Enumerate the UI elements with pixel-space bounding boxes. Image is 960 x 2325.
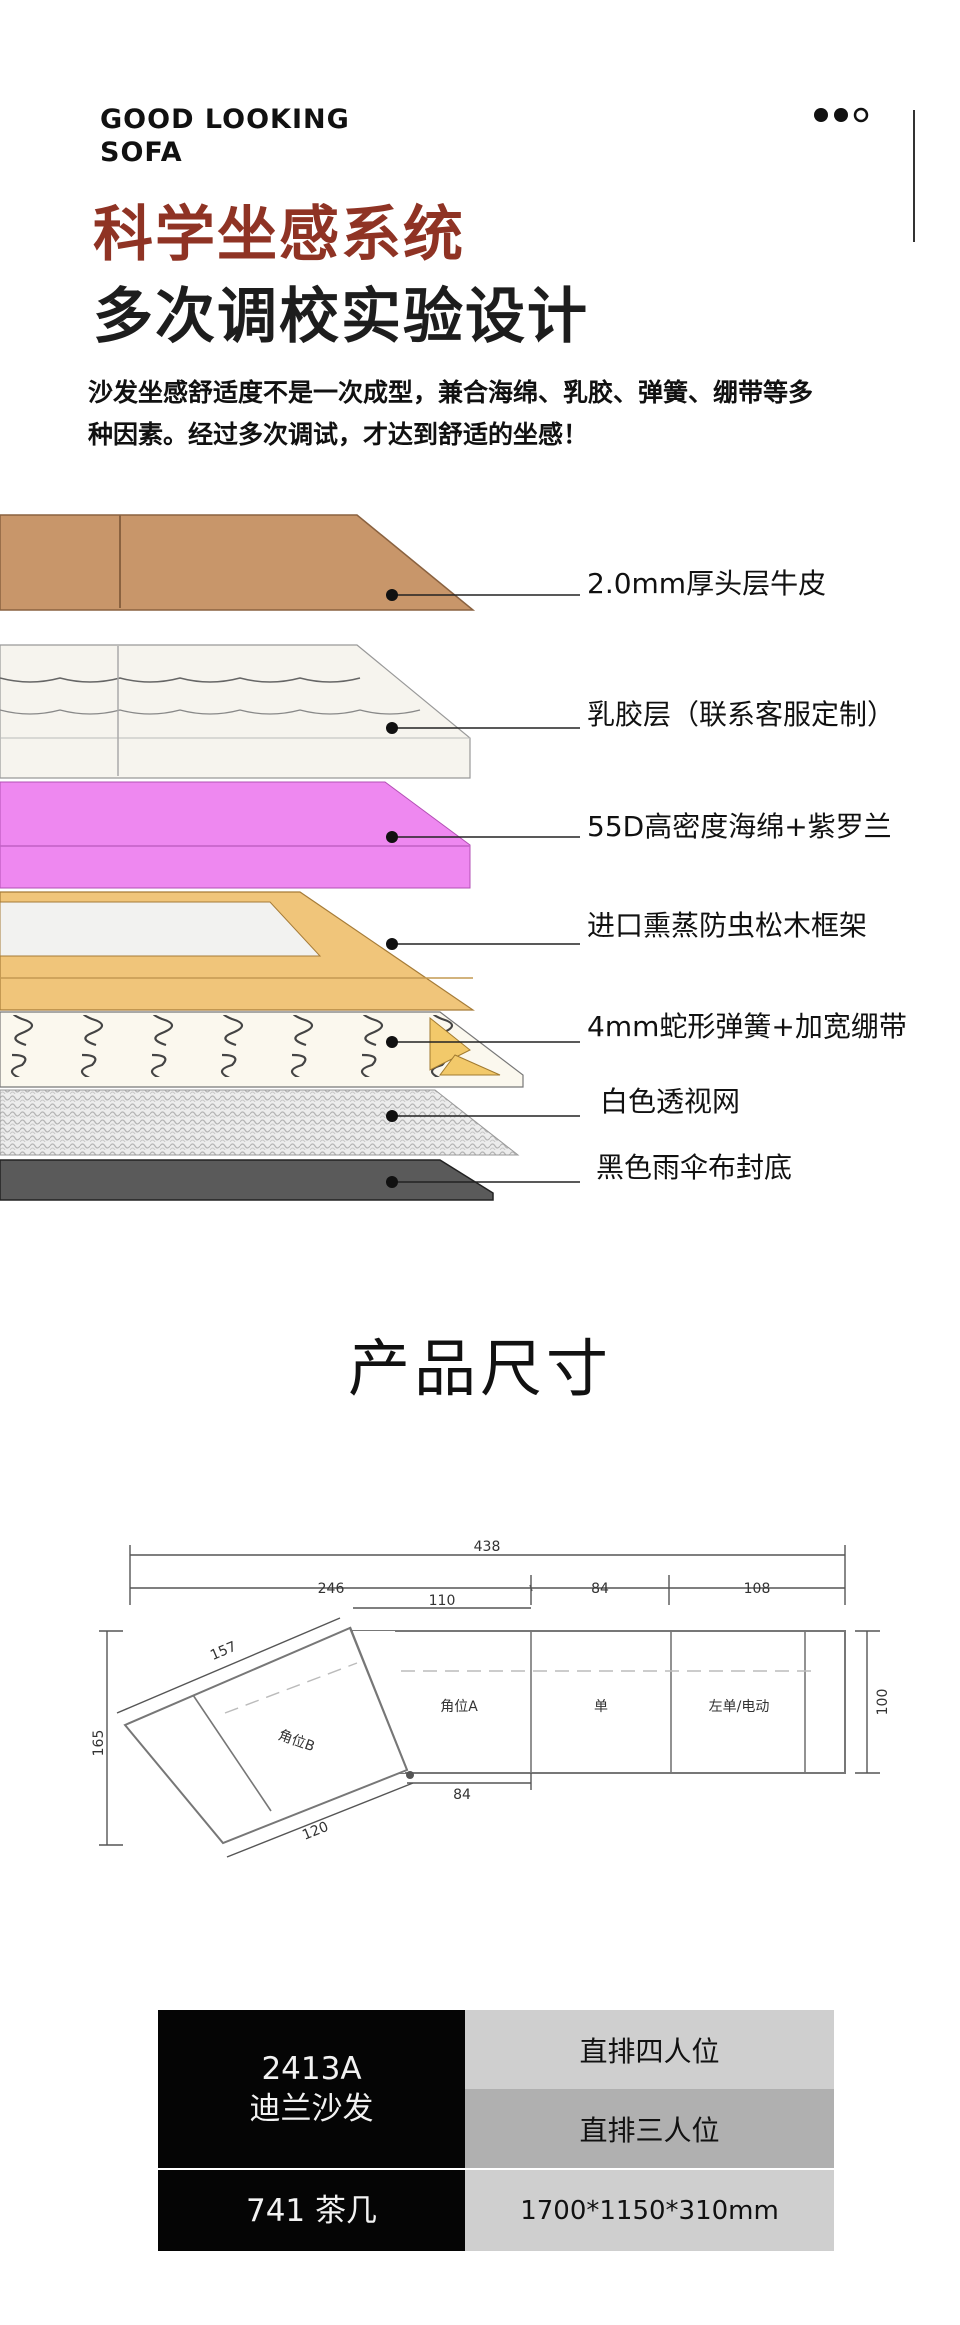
dim-total: 438 [474, 1539, 501, 1555]
dim-left: 165 [91, 1730, 107, 1757]
floor-plan-diagram: 438 246 84 108 110 157 165 120 84 100 角位… [91, 1539, 891, 1858]
intro-line-2: 种因素。经过多次调试，才达到舒适的坐感！ [88, 420, 589, 449]
latex-layer [0, 644, 471, 779]
three-dots-icon [814, 107, 869, 123]
leader-dot-4 [386, 1036, 398, 1048]
brand-wordmark: GOOD LOOKING SOFA [100, 103, 350, 169]
spec-row-3: 1700*1150*310mm [465, 2170, 834, 2251]
leader-dot-3 [386, 938, 398, 950]
layer-label-base: 黑色雨伞布封底 [596, 1151, 793, 1184]
spec-row-2: 直排三人位 [465, 2089, 834, 2168]
base-layer [0, 1159, 494, 1201]
dim-inner: 84 [453, 1787, 471, 1803]
leather-layer [0, 514, 476, 611]
sponge-layer [0, 781, 471, 889]
model-name: 迪兰沙发 [249, 2091, 374, 2127]
dim-bottom: 120 [300, 1819, 331, 1844]
leader-dot-1 [386, 722, 398, 734]
mesh-layer [0, 1089, 520, 1156]
label-corner-a: 角位A [440, 1699, 478, 1715]
spec-table: 2413A 迪兰沙发 直排四人位 直排三人位 741 茶几 1700*1150*… [158, 2010, 834, 2251]
dim-diagonal: 157 [208, 1639, 239, 1664]
brand-line-2: SOFA [100, 137, 183, 168]
layer-label-latex: 乳胶层（联系客服定制） [587, 698, 896, 731]
layer-pointers [386, 589, 580, 1188]
intro-line-1: 沙发坐感舒适度不是一次成型，兼合海绵、乳胶、弹簧、绷带等多 [88, 378, 814, 407]
sofa-layer-diagram [0, 514, 580, 1201]
leader-dot-2 [386, 831, 398, 843]
leader-dot-5 [386, 1110, 398, 1122]
dim-a: 246 [318, 1581, 345, 1597]
model-code: 2413A [261, 2051, 362, 2087]
brand-line-1: GOOD LOOKING [100, 104, 350, 135]
layer-label-sponge: 55D高密度海绵+紫罗兰 [587, 810, 892, 843]
model-cell: 2413A 迪兰沙发 [158, 2010, 465, 2168]
layer-label-mesh: 白色透视网 [600, 1085, 741, 1118]
leader-dot-0 [386, 589, 398, 601]
label-left-single: 左单/电动 [709, 1699, 770, 1715]
title-secondary: 多次调校实验设计 [93, 282, 589, 352]
layer-label-frame: 进口熏蒸防虫松木框架 [587, 909, 868, 942]
intro-paragraph: 沙发坐感舒适度不是一次成型，兼合海绵、乳胶、弹簧、绷带等多 种因素。经过多次调试… [88, 372, 888, 456]
dim-right: 100 [875, 1689, 891, 1716]
dim-b: 84 [591, 1581, 609, 1597]
header-divider [913, 110, 915, 242]
dim-corner-top: 110 [429, 1593, 456, 1609]
leader-dot-6 [386, 1176, 398, 1188]
dim-c: 108 [744, 1581, 771, 1597]
spec-row-1: 直排四人位 [465, 2010, 834, 2089]
layer-label-spring: 4mm蛇形弹簧+加宽绷带 [587, 1010, 907, 1043]
tea-table-cell: 741 茶几 [158, 2170, 465, 2251]
label-single: 单 [594, 1699, 608, 1715]
size-section-title: 产品尺寸 [347, 1332, 612, 1405]
layer-label-leather: 2.0mm厚头层牛皮 [587, 567, 827, 600]
spring-layer [0, 1011, 524, 1088]
frame-layer [0, 891, 475, 1011]
title-primary: 科学坐感系统 [93, 200, 465, 270]
